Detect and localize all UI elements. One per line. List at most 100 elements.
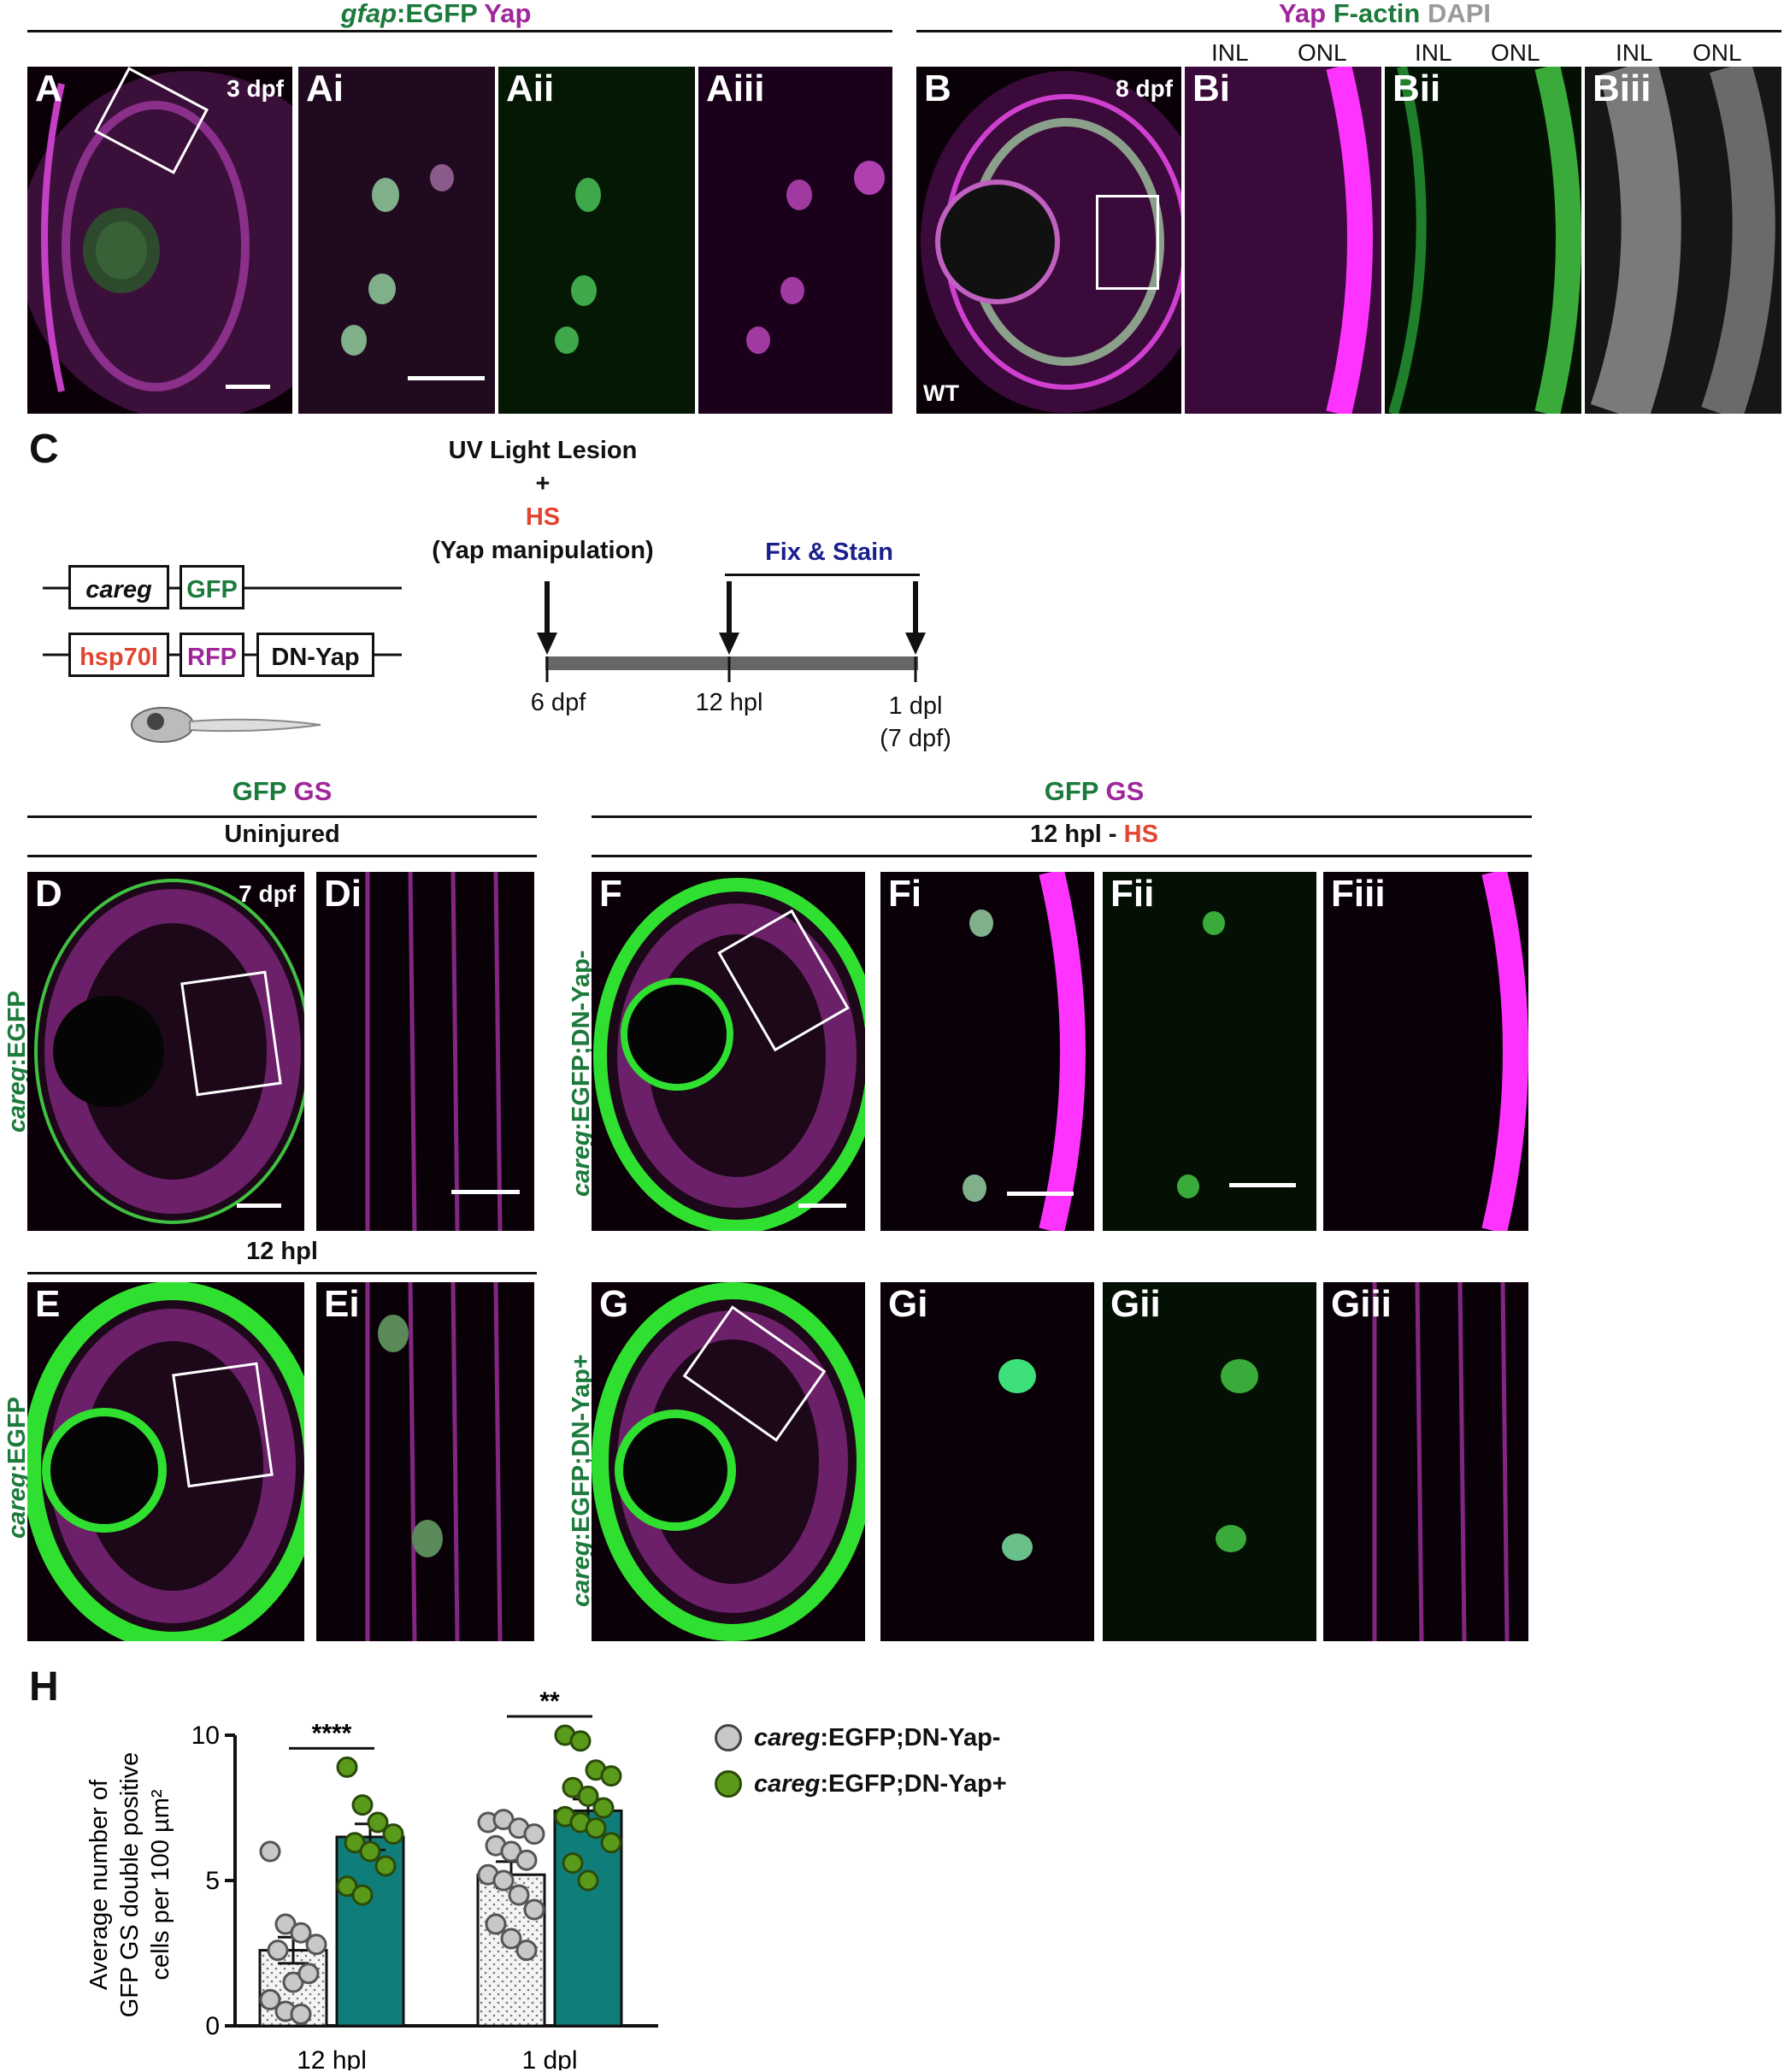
yap-manipulation-label: (Yap manipulation) [432,537,654,564]
panel-Giii: Giii [1323,1282,1528,1641]
panel-Fi: Fi [880,872,1094,1231]
retina-image-F [593,878,865,1231]
mid-left-gs: GS [293,776,333,806]
panel-Giii-label: Giii [1331,1283,1392,1325]
legend-2-ital: careg [754,1770,821,1798]
panel-H-letter: H [29,1664,59,1710]
data-point [259,1988,281,2010]
gfp-channel-image [555,178,601,354]
scale-bar-Di [451,1190,520,1194]
mid-right-hs: HS [1123,821,1158,848]
retina-section-image-B [921,71,1181,413]
panel-A-label: A [35,68,62,109]
panel-G-label: G [599,1283,629,1325]
mid-right-gfp: GFP [1044,776,1098,806]
construct-rfp: RFP [180,633,244,677]
panel-Gi-label: Gi [888,1283,928,1325]
header-egfp: :EGFP [397,0,478,28]
timeline [537,581,926,682]
zebrafish-larva-icon [131,707,321,743]
panel-Di-label: Di [324,873,362,915]
mid-left-gfp: GFP [232,776,286,806]
retina-section-image [27,71,292,414]
panel-B-age: 8 dpf [1116,75,1173,102]
data-point [290,2003,312,2025]
mid-right-rule-2 [592,855,1532,857]
time-6dpf: 6 dpf [530,689,586,716]
data-point [500,1928,522,1950]
uninjured-label: Uninjured [224,821,340,848]
data-point [351,1884,374,1906]
time-12hpl: 12 hpl [695,689,763,716]
panel-Fi-label: Fi [888,873,922,915]
mid-right-dash: - [1108,821,1117,848]
panel-Ei: Ei [316,1282,534,1641]
yap-zoom-image [1326,67,1373,414]
merged-zoom-image-F [963,872,1086,1231]
significance-label: **** [312,1719,352,1747]
legend-2-rest: :EGFP;DN-Yap+ [820,1770,1007,1798]
panel-D-label: D [35,873,62,915]
retina-image-D [34,879,304,1224]
panel-Gii-label: Gii [1110,1283,1161,1325]
panel-Ai: Ai [298,67,495,414]
panel-Aiii: Aiii [698,67,892,414]
legend-1-rest: :EGFP;DN-Yap- [820,1724,1001,1751]
panel-Gii: Gii [1103,1282,1316,1641]
mid-right-header: GFP GS [923,776,1265,807]
top-right-header: Yap F-actin DAPI [1180,0,1590,29]
time-1dpl: 1 dpl [888,692,943,720]
data-point [515,1940,538,1962]
panel-Fii-label: Fii [1110,873,1155,915]
data-point [569,1730,592,1752]
panel-Bii-label: Bii [1392,68,1441,109]
retina-image-E [27,1282,304,1641]
panel-Gi: Gi [880,1282,1094,1641]
uv-lesion-line: UV Light Lesion [448,437,638,464]
hpl-label-E: 12 hpl [246,1238,318,1265]
mid-left-rule [27,815,537,818]
top-right-rule [916,30,1781,32]
gs-zoom-image-G [1372,1282,1510,1641]
data-point [492,1869,515,1892]
scale-bar-Fii [1229,1183,1296,1187]
construct-dn-yap: DN-Yap [256,633,374,677]
mid-right-12hpl: 12 hpl [1030,821,1102,848]
header-yap-b: Yap [1278,0,1327,28]
plus-sign: + [535,470,551,497]
data-point [592,1797,615,1819]
layer-inl-bi: INL [1211,39,1249,66]
y-tick-label: 5 [205,1867,220,1895]
merged-zoom-image-E [365,1282,503,1641]
data-point [523,1823,545,1845]
time-7dpf: (7 dpf) [880,725,951,752]
x-category-label: 1 dpl [521,2046,577,2070]
y-tick-label: 10 [191,1722,220,1750]
fix-stain-label: Fix & Stain [765,539,893,566]
scale-bar-A [226,385,270,389]
retina-image-G [592,1282,865,1641]
data-point [562,1852,584,1875]
gfp-zoom-image-F [1177,911,1225,1198]
data-point [523,1898,545,1921]
panel-F-label: F [599,873,622,915]
data-point [485,1913,507,1935]
panel-Aii: Aii [498,67,695,414]
construct-hsp70l: hsp70l [68,633,169,677]
panel-Biii-label: Biii [1593,68,1652,109]
merged-zoom-image-G [998,1359,1036,1561]
scale-bar-Fi [1007,1192,1074,1196]
panel-Fii: Fii [1103,872,1316,1231]
panel-D-age: 7 dpf [238,880,296,907]
panel-E-label: E [35,1283,61,1325]
data-point [267,1940,289,1962]
y-axis-label-line: cells per 100 µm² [147,1789,174,1980]
data-point [297,1963,320,1985]
header-dapi: DAPI [1427,0,1492,28]
panel-C-letter: C [29,427,59,472]
chart-legend: careg:EGFP;DN-Yap- careg:EGFP;DN-Yap+ [715,1715,1007,1807]
layer-inl-biii: INL [1616,39,1653,66]
data-point [577,1869,599,1892]
legend-1-ital: careg [754,1724,821,1751]
header-factin: F-actin [1333,0,1421,28]
